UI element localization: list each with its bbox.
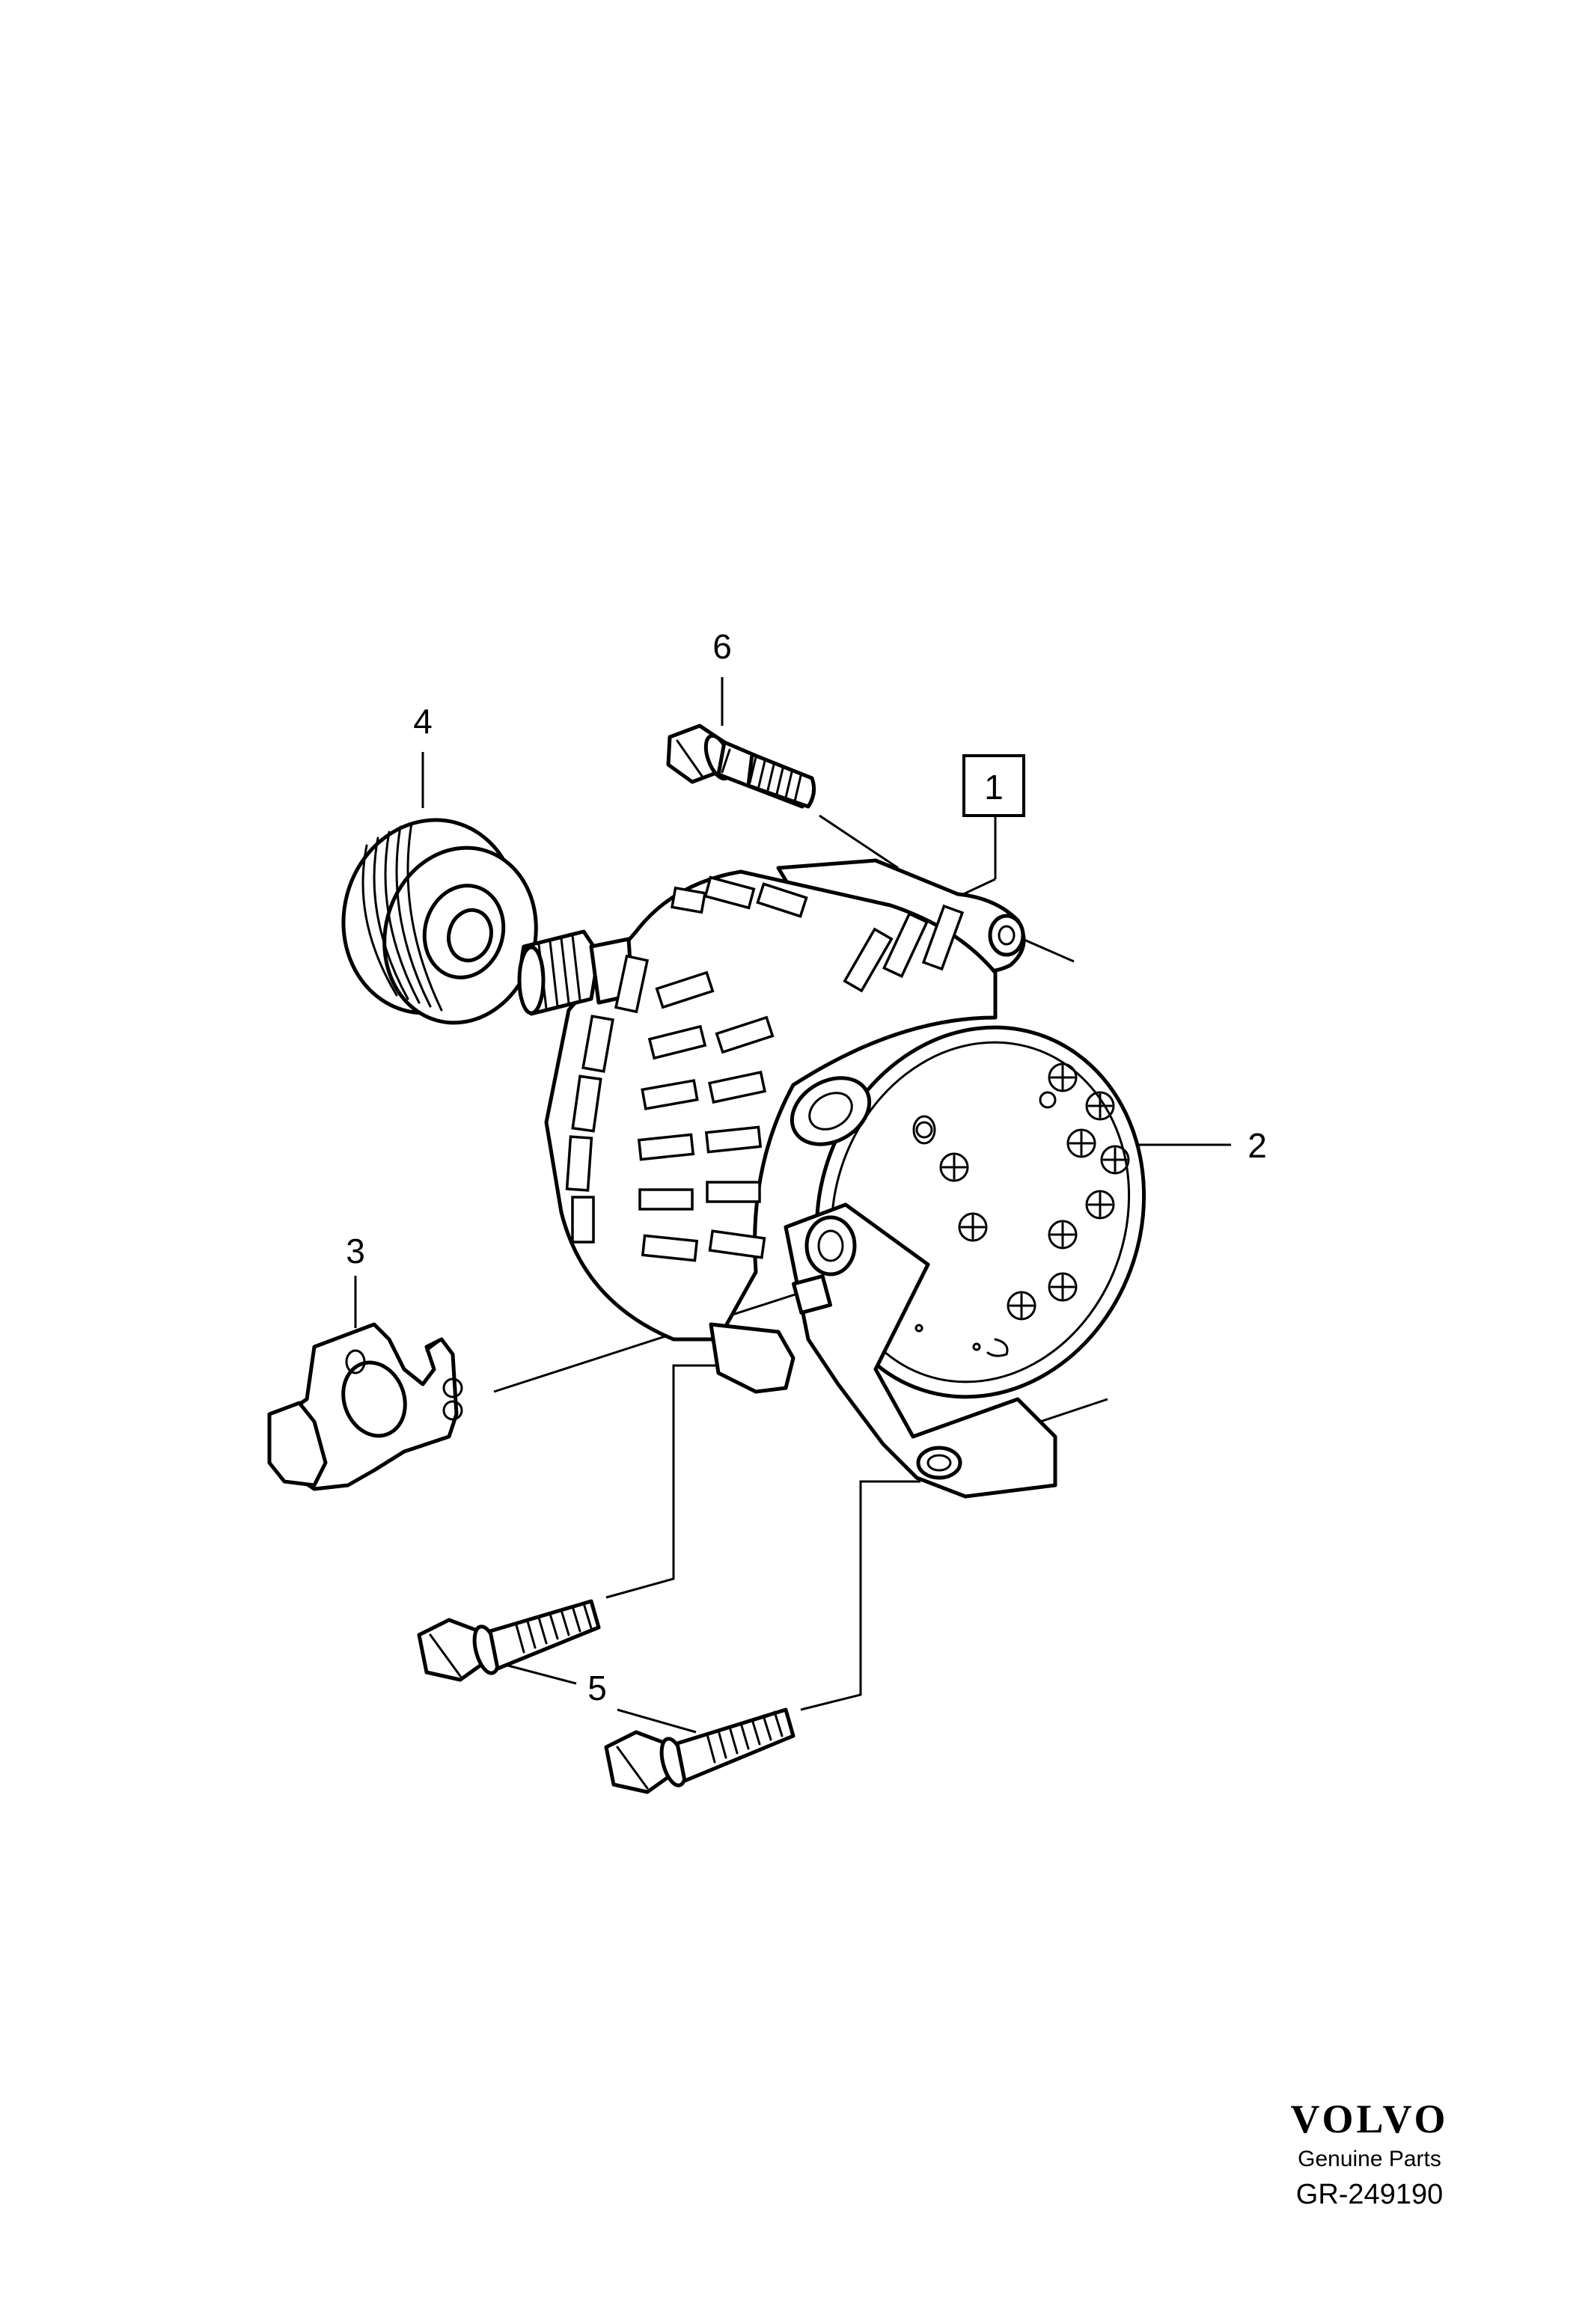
callout-4: 4 <box>413 702 433 741</box>
bolt-5b-drawing <box>604 1707 796 1794</box>
rear-cover-vents <box>914 1062 1130 1357</box>
mid-cooling-fins <box>637 904 965 1262</box>
callout-3: 3 <box>346 1232 365 1270</box>
footer-branding: VOLVO Genuine Parts GR-249190 <box>1291 2097 1449 2210</box>
callout-labels: 6 4 1 2 3 5 <box>346 627 1267 1707</box>
bolt-6-drawing <box>666 724 816 809</box>
front-cooling-fins <box>565 875 808 1244</box>
diagram-code: GR-249190 <box>1296 2179 1443 2210</box>
callout-6: 6 <box>712 627 732 666</box>
callout-5: 5 <box>587 1669 607 1707</box>
leader-6-to-bolt <box>819 814 899 869</box>
genuine-parts-label: Genuine Parts <box>1298 2147 1441 2171</box>
leader-5-right <box>617 1708 697 1734</box>
b-terminal <box>804 1215 857 1276</box>
callout-2: 2 <box>1248 1126 1267 1165</box>
volvo-logo: VOLVO <box>1291 2097 1449 2141</box>
callout-1-box <box>962 754 1025 817</box>
callout-1: 1 <box>984 768 1004 807</box>
leader-5b <box>800 1480 920 1711</box>
leader-bracket <box>1039 1398 1108 1423</box>
leader-5a <box>605 1364 730 1599</box>
regulator-3-drawing <box>267 1322 463 1491</box>
leader-5-left <box>504 1663 577 1685</box>
alternator-2-drawing <box>517 858 1146 1499</box>
pulley-4-drawing <box>341 818 538 1025</box>
bolt-5a-drawing <box>417 1599 601 1682</box>
